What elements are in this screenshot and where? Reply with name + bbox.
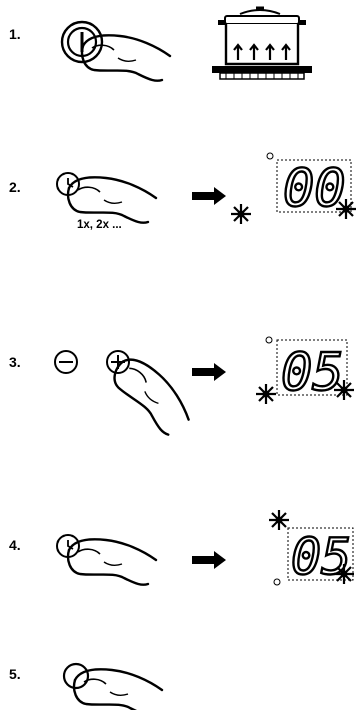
step-3-action: [54, 350, 202, 442]
timer-display-value: 00: [283, 159, 346, 219]
pot-on-hob-icon: [212, 6, 312, 80]
on-off-button-icon: [60, 20, 104, 64]
arrow-icon: [192, 187, 226, 205]
arrow-icon: [192, 363, 226, 381]
step-number-1: 1.: [9, 26, 21, 42]
step-5-action: [62, 662, 164, 710]
step-number-5: 5.: [9, 666, 21, 682]
plus-button-icon: [106, 350, 130, 374]
timer-display: 05: [267, 508, 356, 587]
blink-icon: [332, 562, 356, 586]
pressing-finger-icon: [66, 538, 158, 586]
blink-icon: [334, 197, 358, 221]
step-4-action: [56, 534, 158, 586]
step-1-action: [60, 20, 172, 82]
step-number-4: 4.: [9, 537, 21, 553]
step-number-2: 2.: [9, 179, 21, 195]
pressing-finger-icon: [66, 176, 158, 224]
step-number-3: 3.: [9, 354, 21, 370]
press-count-caption: 1x, 2x ...: [77, 219, 122, 231]
button-icon: [62, 662, 90, 690]
step-2-action: [56, 172, 158, 224]
minus-button-icon: [54, 350, 78, 374]
blink-icon: [229, 202, 253, 226]
timer-display-value: 05: [281, 343, 344, 403]
blink-icon: [254, 382, 278, 406]
timer-display: 05: [254, 336, 356, 406]
timer-display: 00: [229, 152, 358, 226]
blink-icon: [332, 378, 356, 402]
arrow-icon: [192, 551, 226, 569]
blink-icon: [267, 508, 291, 532]
